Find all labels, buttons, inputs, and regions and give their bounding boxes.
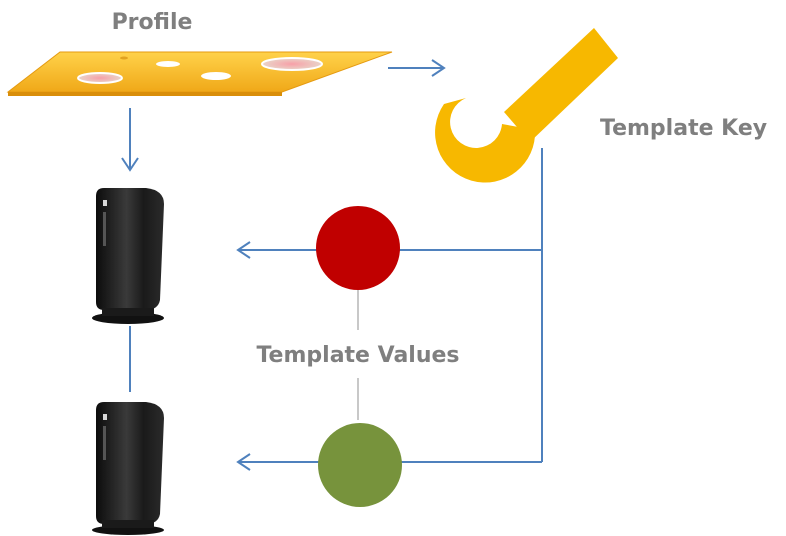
profile-icon (6, 51, 393, 96)
thin-client-device-1 (92, 188, 164, 324)
template-value-green (318, 423, 402, 507)
template-value-red (316, 206, 400, 290)
template-key-label: Template Key (600, 116, 767, 141)
wrench-icon (435, 28, 618, 183)
profile-label: Profile (112, 10, 193, 35)
template-values-label: Template Values (256, 343, 459, 368)
thin-client-device-2 (92, 402, 164, 535)
